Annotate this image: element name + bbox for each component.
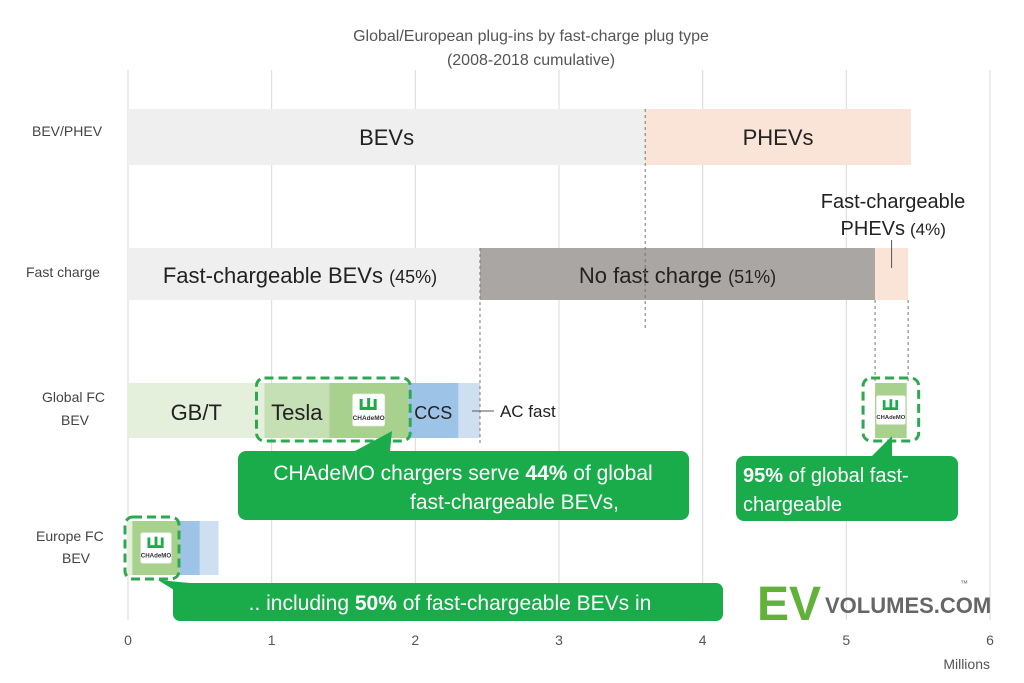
chademo-logo-global-bev-bar-right bbox=[373, 399, 377, 407]
row-label-europe-fc-bev-0: Europe FC bbox=[36, 528, 104, 544]
label-tesla: Tesla bbox=[271, 400, 323, 425]
bar-europe-fc-bev-seg-2 bbox=[179, 521, 200, 575]
chademo-logo-global-bev-text: CHAdeMO bbox=[353, 415, 385, 422]
label-no-fast-charge-part-1: (51%) bbox=[728, 267, 776, 287]
label-no-fast-charge: No fast charge (51%) bbox=[579, 263, 776, 288]
row-label-global-fc-bev-0: Global FC bbox=[42, 389, 105, 405]
bar-global-fc-bev-seg-1 bbox=[264, 383, 330, 438]
bar-fast-charge-seg-0 bbox=[128, 248, 480, 300]
bar-europe-fc-bev-seg-0 bbox=[128, 521, 133, 575]
highlight-box-global-bev bbox=[254, 376, 412, 443]
x-tick-0: 0 bbox=[124, 632, 132, 648]
callout-phev-line1-part-1: of global fast- bbox=[783, 465, 909, 487]
callout-phev-line1: 95% of global fast- bbox=[743, 465, 909, 487]
chademo-logo-global-phev-bar-right bbox=[895, 400, 899, 408]
bar-global-fc-bev-seg-3 bbox=[408, 383, 459, 438]
chademo-logo-europe-bar-left bbox=[147, 537, 151, 546]
callout-phev-line2: chargeable bbox=[743, 494, 842, 516]
label-gbt: GB/T bbox=[171, 400, 222, 425]
callout-phev-pointer bbox=[872, 436, 892, 456]
callout-global-line1-part-1: 44% bbox=[525, 462, 567, 485]
x-tick-2: 2 bbox=[411, 632, 419, 648]
callout-europe-box bbox=[173, 583, 723, 621]
x-tick-4: 4 bbox=[699, 632, 707, 648]
label-ccs: CCS bbox=[414, 403, 452, 423]
chademo-logo-europe-text: CHAdeMO bbox=[141, 553, 172, 560]
chart-subtitle: (2008-2018 cumulative) bbox=[447, 52, 615, 69]
row-label-fast-charge: Fast charge bbox=[26, 264, 100, 280]
label-fast-chargeable-bevs-part-1: (45%) bbox=[389, 267, 437, 287]
x-tick-3: 3 bbox=[555, 632, 563, 648]
chademo-logo-europe: CHAdeMO bbox=[140, 532, 172, 564]
chademo-logo-global-bev: CHAdeMO bbox=[352, 393, 386, 427]
annotation-fast-phev-pct: (4%) bbox=[910, 220, 946, 239]
row-label-global-fc-bev-1: BEV bbox=[61, 412, 90, 428]
callout-global-box bbox=[238, 451, 689, 520]
callout-europe-text-part-2: of fast-chargeable BEVs in bbox=[397, 592, 651, 615]
chademo-logo-global-phev-text: CHAdeMO bbox=[876, 415, 905, 421]
callout-global-line1-part-0: CHAdeMO chargers serve bbox=[273, 462, 525, 485]
row-label-europe-fc-bev-1: BEV bbox=[62, 550, 91, 566]
chademo-logo-global-bev-bar-mid bbox=[367, 398, 371, 410]
chademo-logo-global-phev: CHAdeMO bbox=[876, 395, 906, 425]
ev-volumes-logo-ev: EV bbox=[757, 578, 821, 631]
chademo-logo-europe-bar-base bbox=[147, 545, 164, 548]
x-axis-label: Millions bbox=[943, 656, 990, 672]
label-fast-chargeable-bevs: Fast-chargeable BEVs (45%) bbox=[163, 263, 437, 288]
bar-bev-phev-seg-0 bbox=[128, 109, 646, 165]
chademo-logo-global-phev-bar-mid bbox=[889, 399, 893, 410]
chademo-logo-global-phev-bar-left bbox=[882, 400, 886, 408]
callout-europe-text-part-0: .. including bbox=[249, 592, 355, 615]
label-bevs: BEVs bbox=[359, 125, 414, 150]
callout-phev-line1-part-0: 95% bbox=[743, 465, 783, 487]
annotation-fast-phev-line2: PHEVs bbox=[841, 218, 905, 240]
x-axis-ticks: 0 1 2 3 4 5 6 bbox=[124, 632, 994, 648]
callout-global-pointer bbox=[355, 431, 392, 451]
chademo-logo-europe-bar-mid bbox=[154, 536, 158, 548]
x-tick-5: 5 bbox=[842, 632, 850, 648]
ev-volumes-logo-text: VOLUMES.COM bbox=[825, 593, 991, 618]
x-tick-1: 1 bbox=[268, 632, 276, 648]
bar-bev-phev-seg-1 bbox=[645, 109, 911, 165]
chademo-logo-global-bev-bar-base bbox=[359, 407, 377, 410]
callout-phev-box bbox=[736, 456, 958, 521]
chademo-logo-global-bev-bar-left bbox=[359, 399, 363, 407]
callout-europe-pointer bbox=[158, 580, 190, 600]
callout-europe-text: .. including 50% of fast-chargeable BEVs… bbox=[249, 592, 652, 615]
bar-europe-fc-bev-seg-3 bbox=[199, 521, 219, 575]
annotation-fast-phev-line1: Fast-chargeable bbox=[821, 191, 966, 213]
chademo-logo-global-phev-bar-base bbox=[882, 407, 899, 410]
bar-fast-charge-seg-1 bbox=[479, 248, 876, 300]
bar-global-fc-bev-seg-4 bbox=[458, 383, 480, 438]
bar-global-fc-bev-seg-0 bbox=[128, 383, 265, 438]
label-ac-fast: AC fast bbox=[500, 402, 556, 421]
callout-europe-text-part-1: 50% bbox=[355, 592, 397, 615]
row-label-bev-phev: BEV/PHEV bbox=[32, 123, 103, 139]
label-no-fast-charge-part-0: No fast charge bbox=[579, 263, 728, 288]
chademo-logo-europe-bar-right bbox=[160, 537, 164, 546]
label-phevs: PHEVs bbox=[743, 125, 814, 150]
highlight-box-europe bbox=[123, 515, 181, 581]
x-tick-6: 6 bbox=[986, 632, 994, 648]
label-fast-chargeable-bevs-part-0: Fast-chargeable BEVs bbox=[163, 263, 389, 288]
callout-global-line2: fast-chargeable BEVs, bbox=[410, 491, 619, 514]
ev-volumes-logo-tm: ™ bbox=[960, 579, 968, 588]
callout-global-line1: CHAdeMO chargers serve 44% of global bbox=[273, 462, 652, 485]
chart-title: Global/European plug-ins by fast-charge … bbox=[353, 28, 709, 45]
callout-global-line1-part-2: of global bbox=[567, 462, 652, 485]
